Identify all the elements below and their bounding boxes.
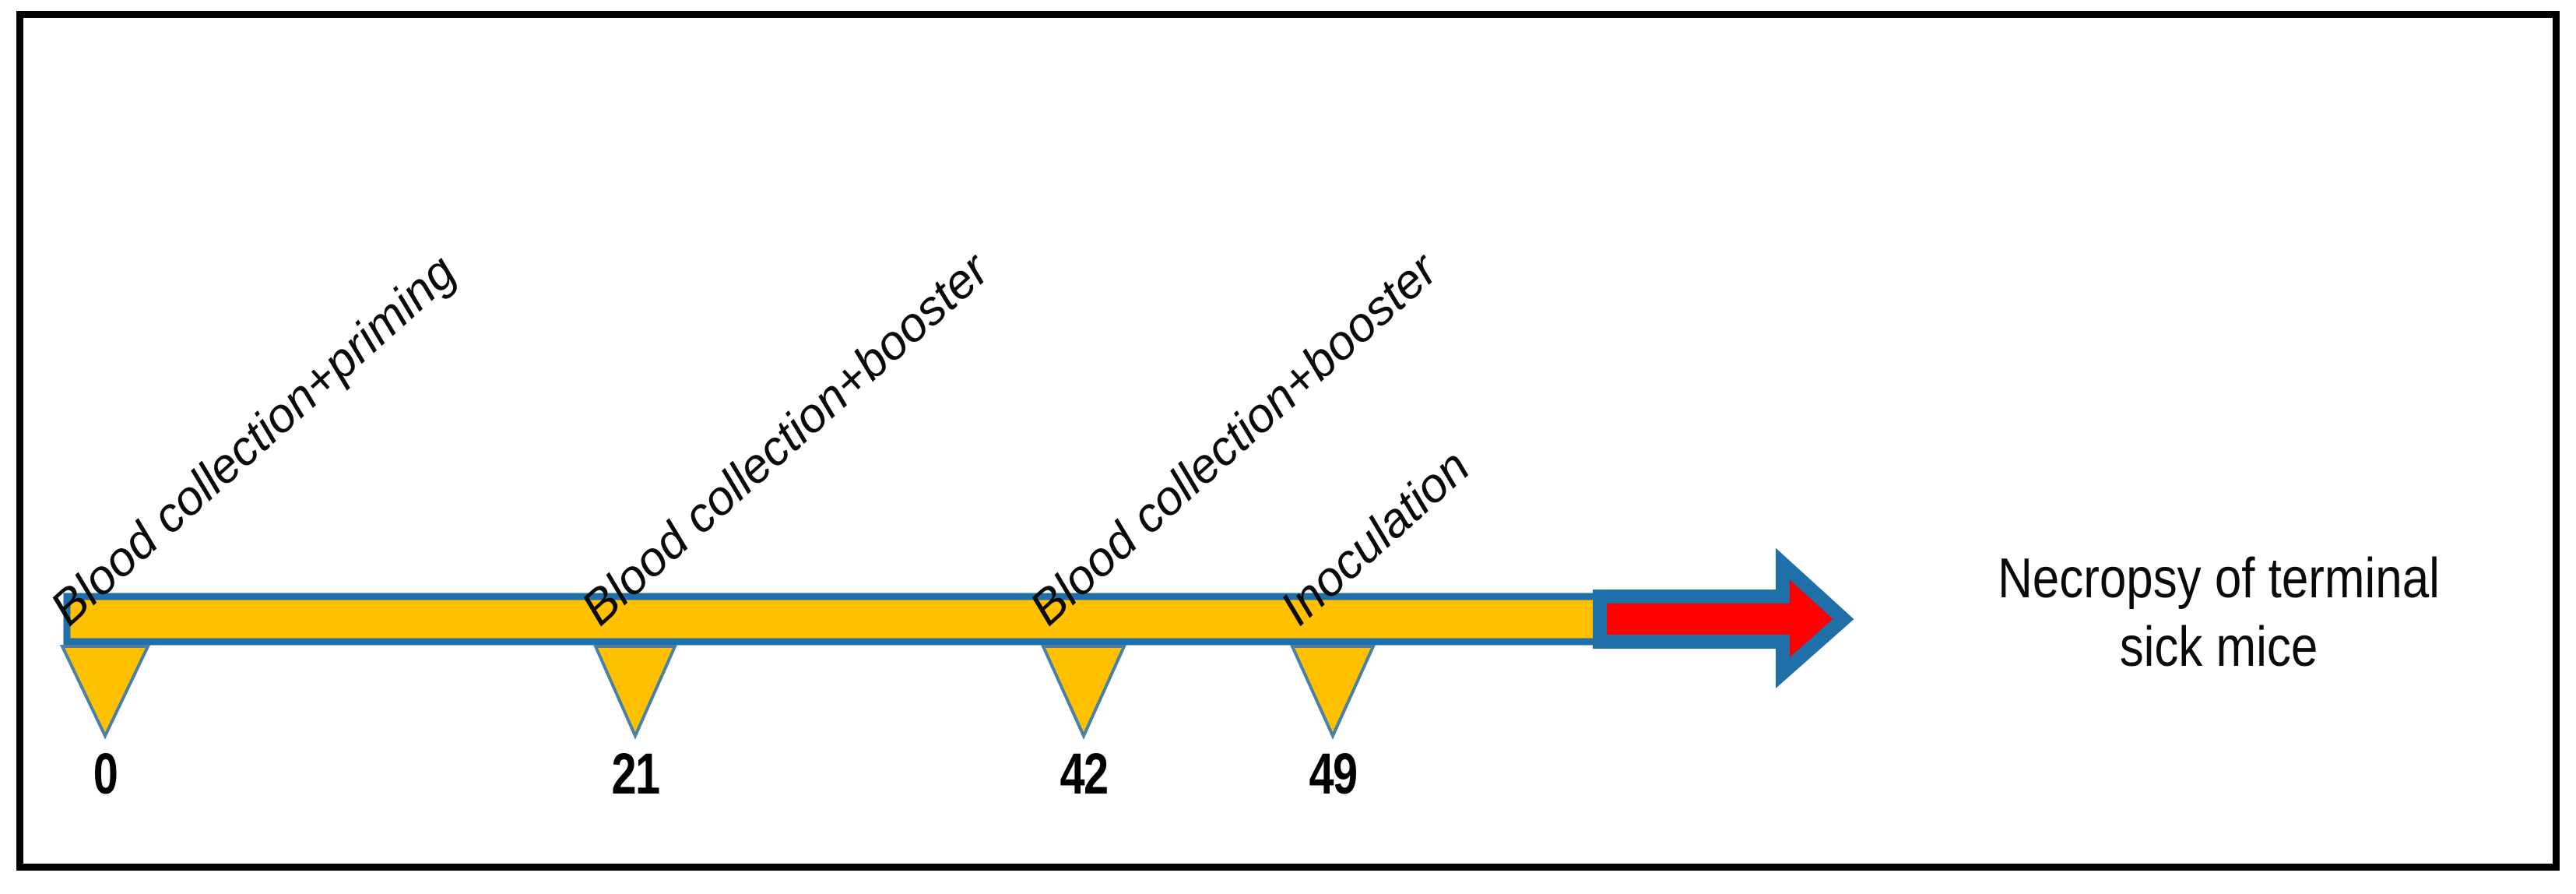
event-marker-day-21 [592, 645, 678, 740]
day-number-21: 21 [611, 741, 660, 806]
day-number-0: 0 [93, 741, 118, 806]
day-number-49: 49 [1309, 741, 1358, 806]
event-marker-day-0 [59, 645, 151, 740]
event-marker-day-42 [1040, 645, 1127, 740]
timeline-bar-yellow [63, 593, 1604, 646]
necropsy-caption: Necropsy of terminal sick mice [1931, 545, 2507, 682]
necropsy-caption-line-2: sick mice [2119, 615, 2318, 678]
event-marker-day-49 [1289, 645, 1376, 740]
figure-border [16, 11, 2560, 871]
timeline-arrowhead-red [1593, 547, 1854, 688]
day-number-42: 42 [1060, 741, 1109, 806]
necropsy-caption-line-1: Necropsy of terminal [1998, 547, 2440, 610]
